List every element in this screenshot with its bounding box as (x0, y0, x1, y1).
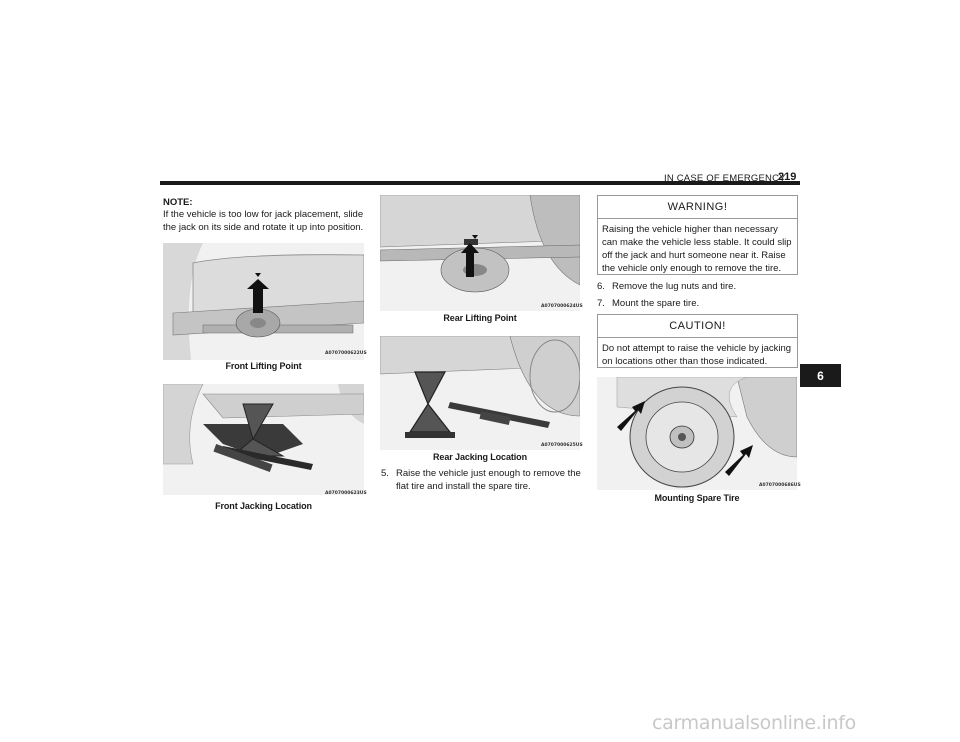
caution-title: CAUTION! (598, 315, 797, 338)
front-jacking-location-drawing (163, 384, 364, 495)
chapter-tab[interactable]: 6 (800, 364, 841, 387)
figure-caption: Rear Lifting Point (443, 313, 517, 323)
figure-code: A0707000623US (325, 491, 367, 496)
rear-lifting-point-drawing (380, 195, 580, 311)
note-text: If the vehicle is too low for jack place… (163, 209, 364, 233)
front-lifting-point-drawing (163, 243, 364, 360)
warning-text: Raising the vehicle higher than necessar… (602, 224, 792, 274)
figure-code: A0707000686US (759, 483, 801, 488)
front-jacking-location-illustration (163, 384, 364, 495)
figure-caption: Rear Jacking Location (433, 452, 527, 462)
rear-jacking-location-illustration (380, 336, 580, 450)
step-text-line: flat tire and install the spare tire. (396, 481, 531, 492)
step-number: 5. (381, 468, 389, 479)
rear-jacking-location-drawing (380, 336, 580, 450)
step-text-line: Raise the vehicle just enough to remove … (396, 468, 581, 479)
step-text-line: Mount the spare tire. (612, 298, 700, 309)
step-5: 5. Raise the vehicle just enough to remo… (381, 467, 586, 495)
warning-title: WARNING! (598, 196, 797, 219)
caution-box: CAUTION! Do not attempt to raise the veh… (597, 314, 798, 368)
mounting-spare-tire-drawing (597, 377, 797, 490)
page-number: 219 (778, 171, 797, 183)
figure-caption: Mounting Spare Tire (654, 493, 740, 503)
rear-lifting-point-illustration (380, 195, 580, 311)
step-number: 7. (597, 298, 605, 309)
watermark: carmanualsonline.info (652, 712, 856, 734)
warning-box: WARNING! Raising the vehicle higher than… (597, 195, 798, 275)
header-rule (160, 181, 800, 185)
front-lifting-point-illustration (163, 243, 364, 360)
figure-code: A0707000625US (541, 443, 583, 448)
figure-caption: Front Jacking Location (215, 501, 312, 511)
caution-text: Do not attempt to raise the vehicle by j… (602, 343, 792, 367)
step-text-line: Remove the lug nuts and tire. (612, 281, 737, 292)
figure-code: A0707000622US (325, 351, 367, 356)
step-6: 6. Remove the lug nuts and tire. (597, 280, 802, 294)
step-7: 7. Mount the spare tire. (597, 297, 802, 311)
mounting-spare-tire-illustration (597, 377, 797, 490)
running-header-section: IN CASE OF EMERGENCY (664, 173, 786, 184)
figure-code: A0707000624US (541, 304, 583, 309)
step-number: 6. (597, 281, 605, 292)
figure-caption: Front Lifting Point (225, 361, 302, 371)
note-label: NOTE: (163, 197, 193, 208)
